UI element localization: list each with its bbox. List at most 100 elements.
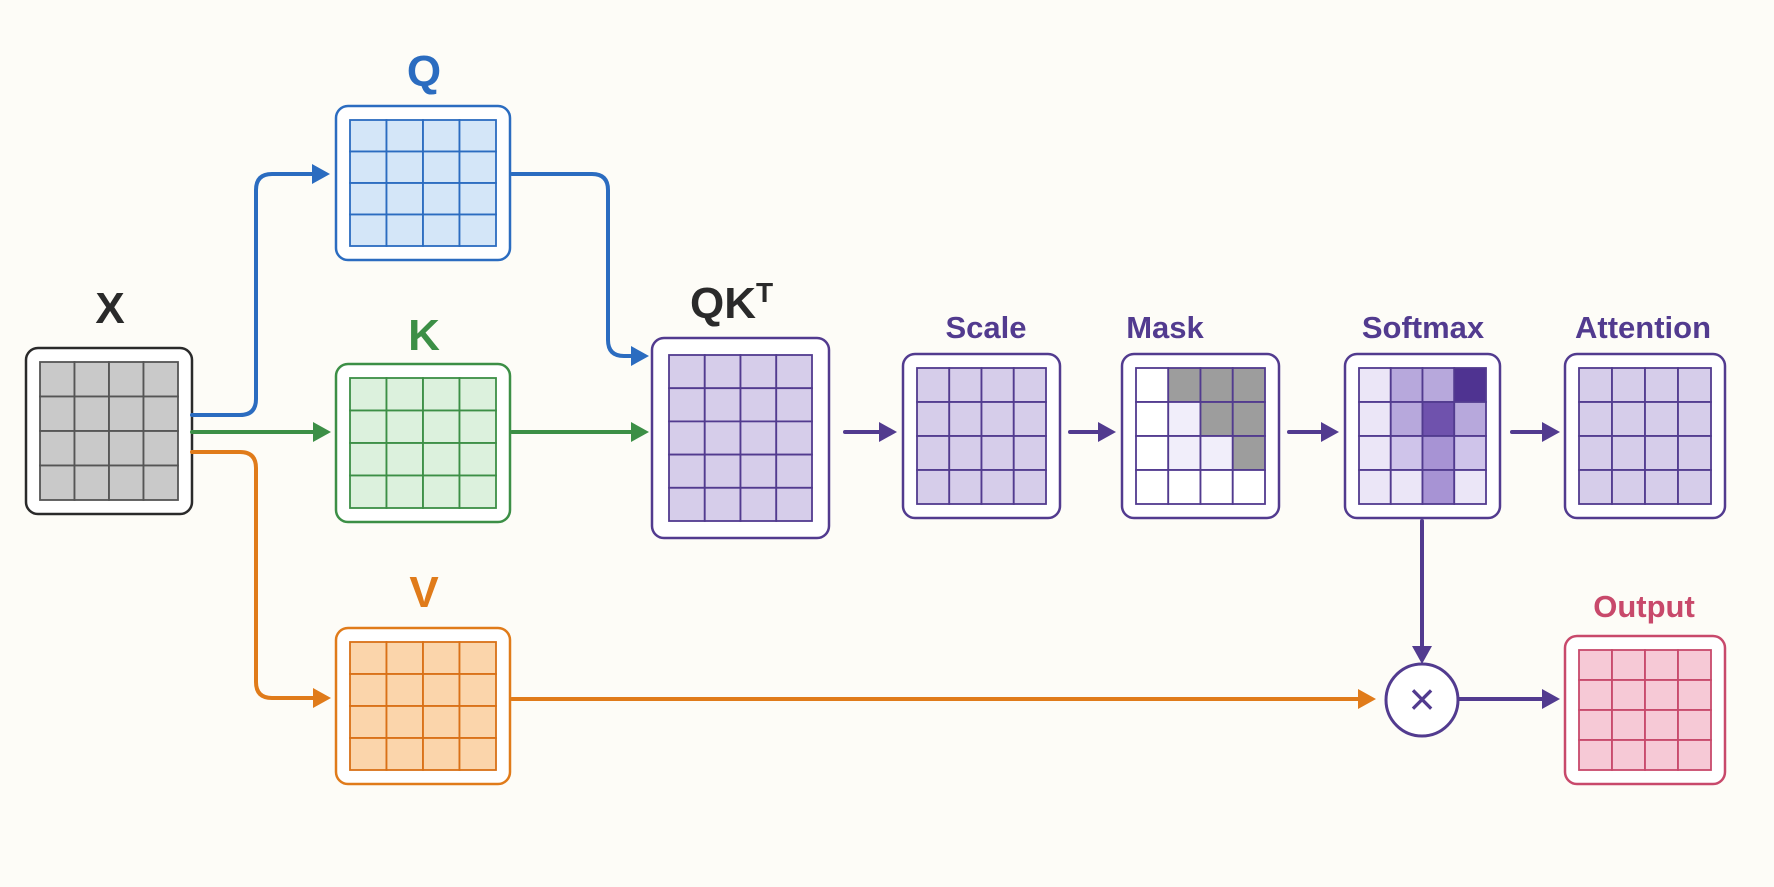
attention-matrix-cell: [1611, 435, 1646, 471]
x-matrix-cell: [108, 464, 145, 501]
qkt-matrix-cell: [703, 354, 742, 390]
x-to-q-arrowhead: [312, 164, 330, 184]
k-matrix-cell: [458, 474, 497, 509]
softmax-matrix-cell: [1389, 401, 1424, 437]
softmax-matrix-cell: [1421, 469, 1456, 505]
x-matrix-cell: [108, 395, 145, 432]
softmax-matrix-cell: [1358, 401, 1392, 437]
qkt-matrix-cell: [739, 420, 778, 456]
x-label: X: [95, 284, 124, 333]
k-matrix-cell: [349, 474, 388, 509]
q-to-qkt-connector: [510, 172, 638, 358]
attention-matrix-cell: [1578, 367, 1613, 403]
output-matrix-cell: [1578, 649, 1613, 681]
scale-matrix-cell: [916, 435, 951, 471]
scale-matrix-cell: [980, 367, 1015, 403]
output-matrix-cell: [1644, 679, 1679, 711]
q-label: Q: [407, 47, 441, 96]
qkt-matrix-cell: [668, 453, 706, 489]
softmax-matrix-cell: [1421, 401, 1456, 437]
x-matrix-cell: [73, 395, 110, 432]
attention-matrix-cell: [1578, 435, 1613, 471]
v-label: V: [409, 568, 439, 617]
qkt-matrix-cell: [739, 387, 778, 423]
x-matrix-cell: [142, 395, 179, 432]
mask-matrix-cell: [1167, 469, 1202, 505]
scale-matrix-cell: [948, 469, 983, 505]
attention-matrix-cell: [1677, 401, 1712, 437]
x-matrix-cell: [142, 361, 179, 398]
v-matrix-cell: [385, 737, 424, 771]
v-matrix-cell: [385, 673, 424, 707]
mask-to-softmax-arrowhead: [1321, 422, 1339, 442]
x-to-v-connector: [190, 450, 320, 700]
x-matrix-cell: [108, 361, 145, 398]
qkt-matrix-cell: [668, 486, 706, 522]
q-matrix-cell: [385, 213, 424, 247]
qkt-matrix-cell: [775, 453, 813, 489]
attention-matrix-cell: [1677, 367, 1712, 403]
softmax-matrix-cell: [1389, 367, 1424, 403]
mask-matrix-cell: [1199, 367, 1234, 403]
q-matrix-cell: [422, 182, 461, 216]
q-matrix-cell: [422, 150, 461, 184]
q-matrix-cell: [349, 119, 388, 153]
attention-matrix-cell: [1644, 367, 1679, 403]
qkt-label-main: QK: [690, 279, 756, 328]
mask-matrix: [1120, 352, 1281, 520]
attention-matrix-cell: [1677, 435, 1712, 471]
attention-matrix-cell: [1611, 401, 1646, 437]
v-to-multiply-arrowhead: [1358, 689, 1376, 709]
softmax-matrix-cell: [1389, 435, 1424, 471]
mask-matrix-cell: [1135, 401, 1170, 437]
v-matrix-cell: [349, 737, 388, 771]
output-matrix-cell: [1611, 679, 1646, 711]
x-matrix-cell: [73, 361, 110, 398]
k-matrix-cell: [349, 442, 388, 477]
multiply-node: ×: [1384, 662, 1460, 738]
q-matrix-cell: [458, 119, 497, 153]
mask-matrix-cell: [1167, 435, 1202, 471]
qkt-matrix-cell: [739, 354, 778, 390]
softmax-matrix-cell: [1453, 367, 1487, 403]
qkt-matrix-cell: [775, 486, 813, 522]
attention-matrix-cell: [1644, 435, 1679, 471]
k-matrix-cell: [458, 409, 497, 444]
qkt-matrix-cell: [668, 420, 706, 456]
x-matrix-cell: [142, 464, 179, 501]
softmax-matrix-cell: [1421, 435, 1456, 471]
k-matrix-cell: [385, 442, 424, 477]
qkt-matrix: [650, 336, 831, 540]
v-matrix-cell: [422, 737, 461, 771]
scale-matrix-cell: [948, 401, 983, 437]
v-matrix-cell: [422, 641, 461, 675]
output-matrix-cell: [1677, 739, 1712, 771]
output-matrix-cell: [1677, 649, 1712, 681]
v-matrix-cell: [349, 641, 388, 675]
attention-matrix: [1563, 352, 1727, 520]
scale-matrix-cell: [980, 401, 1015, 437]
x-matrix-cell: [39, 430, 76, 467]
softmax-label: Softmax: [1362, 310, 1485, 345]
attention-matrix-cell: [1644, 401, 1679, 437]
q-matrix-cell: [385, 182, 424, 216]
softmax-matrix-cell: [1389, 469, 1424, 505]
output-matrix-cell: [1611, 739, 1646, 771]
qkt-matrix-cell: [703, 486, 742, 522]
scale-matrix-cell: [980, 469, 1015, 505]
k-matrix-cell: [422, 474, 461, 509]
attention-matrix-cell: [1644, 469, 1679, 505]
mask-matrix-cell: [1231, 401, 1266, 437]
output-matrix-cell: [1578, 709, 1613, 741]
k-matrix-cell: [385, 474, 424, 509]
output-matrix-cell: [1611, 649, 1646, 681]
softmax-matrix-cell: [1358, 367, 1392, 403]
mask-matrix-cell: [1167, 401, 1202, 437]
output-matrix-cell: [1578, 679, 1613, 711]
scale-matrix: [901, 352, 1062, 520]
qkt-label-superscript: T: [756, 277, 773, 308]
output-matrix-cell: [1644, 739, 1679, 771]
x-matrix: [24, 346, 194, 516]
scale-matrix-cell: [948, 367, 983, 403]
k-matrix: [334, 362, 512, 524]
